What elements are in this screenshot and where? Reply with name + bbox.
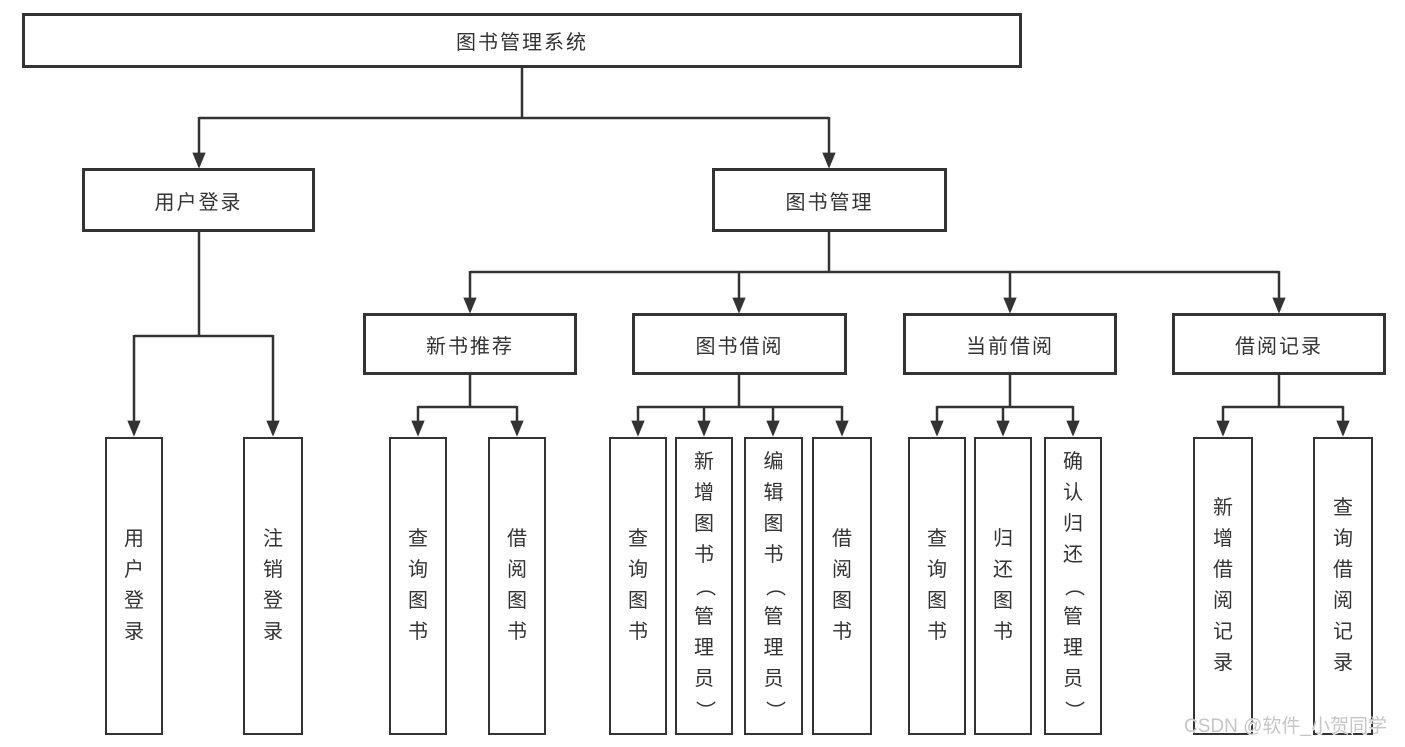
leaf-logout-login: 注销登录 (243, 437, 303, 735)
node-new-book-recommendation-label: 新书推荐 (426, 335, 514, 358)
leaf-borrow-books-recommendation: 借阅图书 (488, 437, 546, 735)
leaf-query-borrowing-record: 查询借阅记录 (1313, 437, 1373, 735)
node-book-management-label: 图书管理 (785, 191, 874, 214)
leaf-return-books: 归还图书 (974, 437, 1032, 735)
leaf-query-books-current: 查询图书 (908, 437, 966, 735)
node-current-borrowing-label: 当前借阅 (966, 335, 1054, 358)
node-book-borrowing-label: 图书借阅 (695, 335, 784, 358)
leaf-edit-book-admin: 编辑图书（管理员） (744, 437, 803, 735)
node-current-borrowing: 当前借阅 (903, 313, 1117, 375)
leaf-user-login: 用户登录 (105, 437, 163, 735)
leaf-query-books-borrowing: 查询图书 (609, 437, 667, 735)
leaf-confirm-return-admin: 确认归还（管理员） (1044, 437, 1102, 735)
leaf-add-book-admin: 新增图书（管理员） (675, 437, 733, 735)
watermark: CSDN @软件_小贺同学 (1184, 716, 1387, 737)
node-user-login: 用户登录 (82, 168, 315, 232)
leaf-add-borrowing-record: 新增借阅记录 (1193, 437, 1253, 735)
node-book-management: 图书管理 (712, 168, 947, 232)
node-borrowing-records-label: 借阅记录 (1235, 335, 1323, 358)
leaf-query-books-recommendation: 查询图书 (389, 437, 447, 735)
node-root: 图书管理系统 (22, 13, 1022, 68)
node-book-borrowing: 图书借阅 (632, 313, 847, 375)
node-borrowing-records: 借阅记录 (1172, 313, 1386, 375)
node-user-login-label: 用户登录 (154, 191, 243, 214)
node-new-book-recommendation: 新书推荐 (363, 313, 577, 375)
leaf-borrow-books-borrowing: 借阅图书 (812, 437, 872, 735)
node-root-label: 图书管理系统 (456, 32, 588, 54)
